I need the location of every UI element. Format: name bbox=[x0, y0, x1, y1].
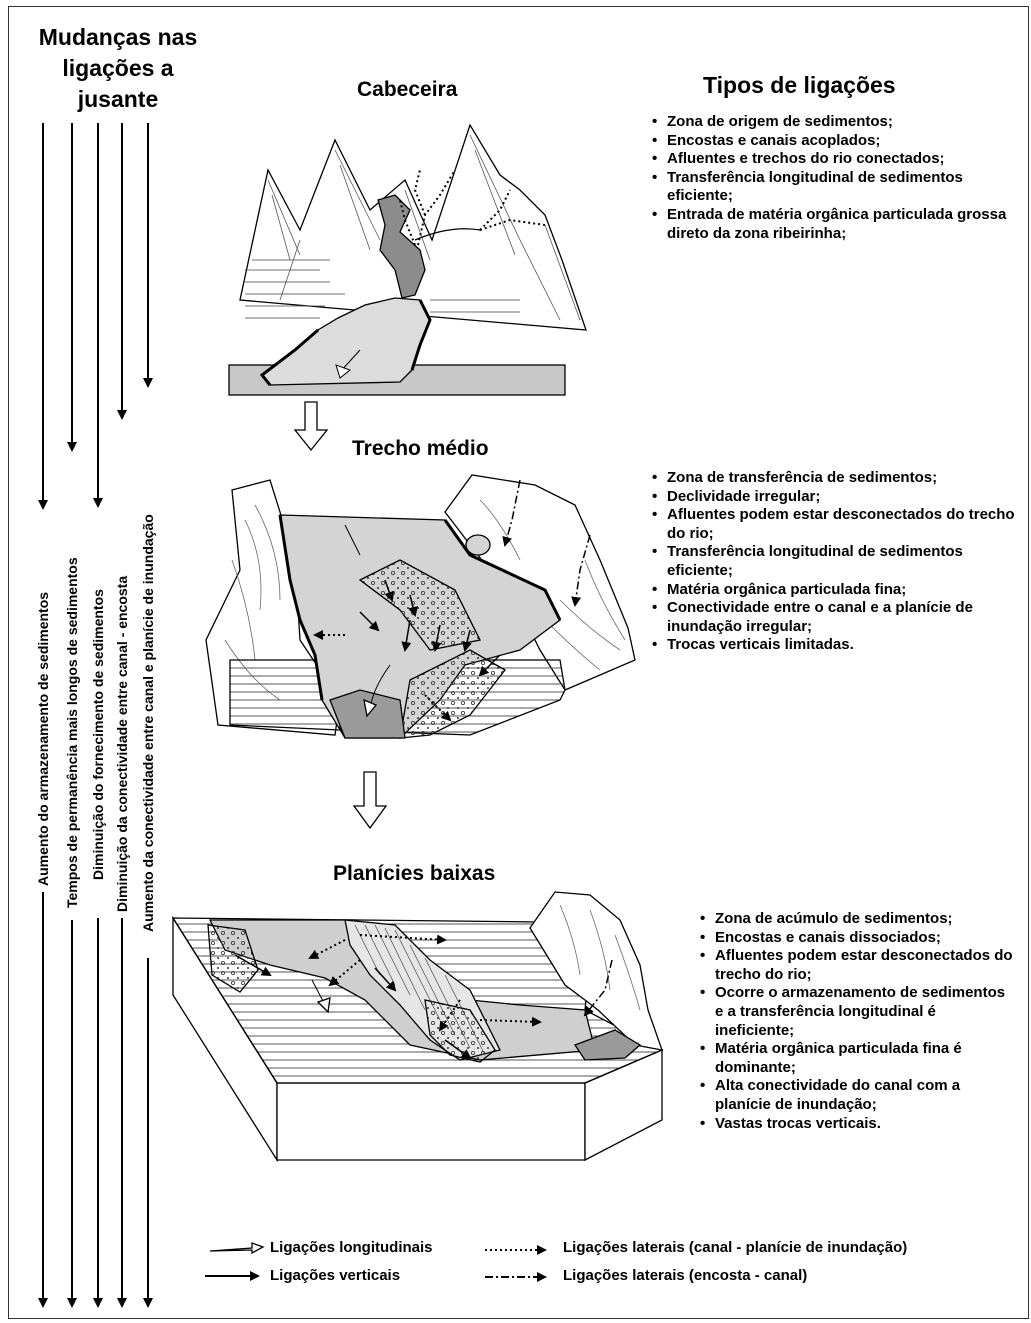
stage-title-lowland: Planícies baixas bbox=[333, 862, 495, 886]
lowland-illustration bbox=[173, 892, 662, 1160]
list-item: Zona de transferência de sedimentos; bbox=[652, 469, 1030, 488]
list-item: Transferência longitudinal de sedimentos… bbox=[652, 169, 1027, 206]
link-types-title: Tipos de ligações bbox=[703, 72, 896, 99]
longitudinal-arrow-icon bbox=[210, 1243, 263, 1253]
list-item: Transferência longitudinal de sedimentos… bbox=[652, 543, 1030, 580]
downstream-arrows-lower bbox=[43, 892, 148, 1306]
label-floodplain-connectivity: Aumento da conectividade entre canal e p… bbox=[140, 514, 156, 932]
stage-title-headwater: Cabeceira bbox=[357, 78, 457, 102]
list-item: Conectividade entre o canal e a planície… bbox=[652, 599, 1030, 636]
list-item: Trocas verticais limitadas. bbox=[652, 636, 1030, 655]
list-item: Alta conectividade do canal com a planíc… bbox=[700, 1077, 1015, 1114]
legend-lateral-hillslope: Ligações laterais (encosta - canal) bbox=[563, 1267, 807, 1284]
stage-title-midreach: Trecho médio bbox=[352, 437, 489, 461]
list-item: Zona de origem de sedimentos; bbox=[652, 113, 1027, 132]
list-item: Matéria orgânica particulada fina; bbox=[652, 581, 1030, 600]
list-item: Afluentes podem estar desconectados do t… bbox=[700, 947, 1015, 984]
downstream-arrows-upper bbox=[43, 123, 148, 508]
list-item: Encostas e canais acoplados; bbox=[652, 132, 1027, 151]
lowland-list: Zona de acúmulo de sedimentos; Encostas … bbox=[700, 910, 1015, 1133]
label-supply: Diminuição do fornecimento de sedimentos bbox=[90, 589, 106, 880]
stage-arrow-1 bbox=[295, 402, 327, 450]
list-item: Afluentes e trechos do rio conectados; bbox=[652, 150, 1027, 169]
list-item: Declividade irregular; bbox=[652, 488, 1030, 507]
midreach-list: Zona de transferência de sedimentos; Dec… bbox=[652, 469, 1030, 655]
legend-longitudinal: Ligações longitudinais bbox=[270, 1239, 433, 1256]
stage-arrow-2 bbox=[354, 772, 386, 828]
label-storage: Aumento do armazenamento de sedimentos bbox=[35, 592, 51, 886]
list-item: Matéria orgânica particulada fina é domi… bbox=[700, 1040, 1015, 1077]
headwater-illustration bbox=[229, 125, 586, 395]
label-hillslope-connectivity: Diminuição da conectividade entre canal … bbox=[114, 576, 130, 912]
midreach-illustration bbox=[206, 475, 635, 738]
headwater-list: Zona de origem de sedimentos; Encostas e… bbox=[652, 113, 1027, 243]
legend-lateral-floodplain: Ligações laterais (canal - planície de i… bbox=[563, 1239, 907, 1256]
list-item: Zona de acúmulo de sedimentos; bbox=[700, 910, 1015, 929]
list-item: Ocorre o armazenamento de sedimentos e a… bbox=[700, 984, 1015, 1040]
legend-vertical: Ligações verticais bbox=[270, 1267, 400, 1284]
list-item: Encostas e canais dissociados; bbox=[700, 929, 1015, 948]
list-item: Vastas trocas verticais. bbox=[700, 1115, 1015, 1134]
list-item: Afluentes podem estar desconectados do t… bbox=[652, 506, 1030, 543]
list-item: Entrada de matéria orgânica particulada … bbox=[652, 206, 1027, 243]
label-residence: Tempos de permanência mais longos de sed… bbox=[64, 557, 80, 908]
